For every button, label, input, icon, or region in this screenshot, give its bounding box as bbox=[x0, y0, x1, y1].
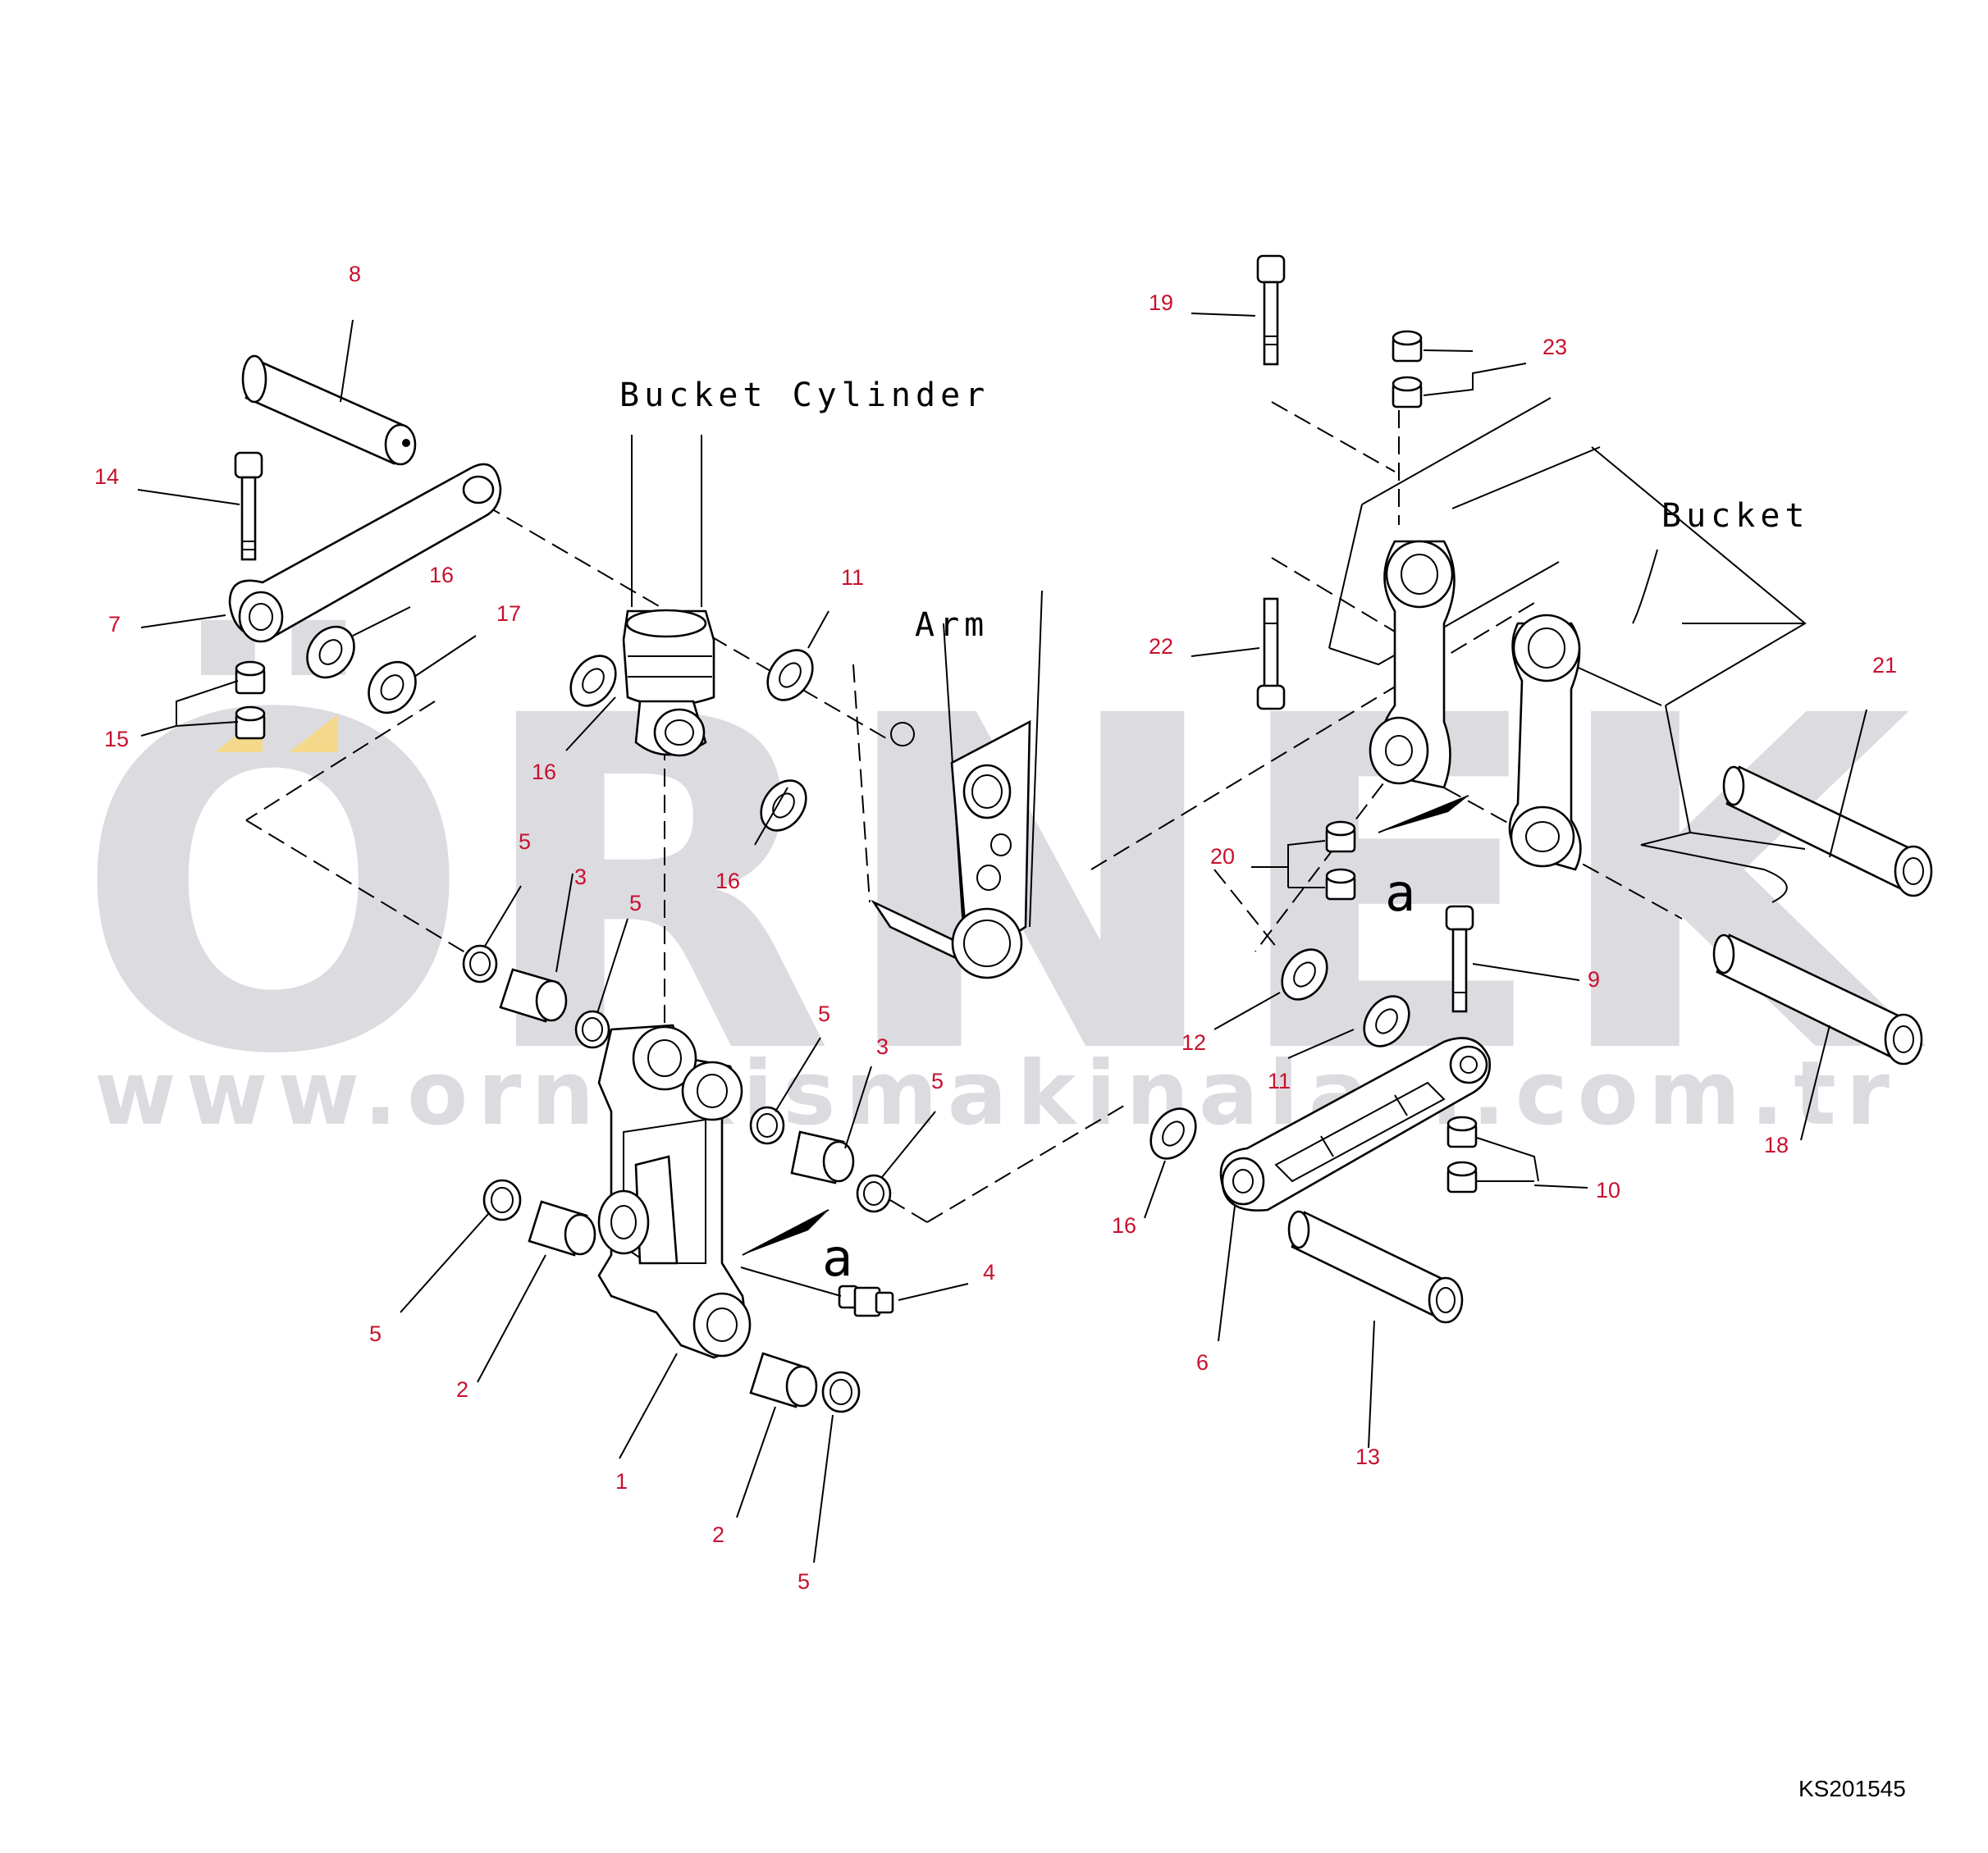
callout-5: 5 bbox=[797, 1569, 810, 1594]
callout-10: 10 bbox=[1596, 1178, 1620, 1203]
callout-5: 5 bbox=[818, 1002, 830, 1026]
part-21-pin bbox=[1722, 765, 1933, 897]
callout-21: 21 bbox=[1872, 653, 1897, 678]
view-marker-a: a bbox=[1385, 863, 1415, 923]
callout-8: 8 bbox=[349, 262, 361, 286]
callout-23: 23 bbox=[1542, 335, 1567, 359]
label-bucket-cylinder: Bucket Cylinder bbox=[619, 377, 989, 414]
washers bbox=[306, 625, 1410, 1160]
part-9-bolt bbox=[1445, 905, 1474, 1013]
callout-6: 6 bbox=[1196, 1350, 1209, 1375]
part-10-nuts bbox=[1446, 1116, 1478, 1193]
callout-11: 11 bbox=[841, 565, 864, 590]
seals bbox=[462, 944, 892, 1413]
callout-2: 2 bbox=[712, 1522, 724, 1547]
part-8-pin bbox=[241, 354, 417, 466]
view-marker-a: a bbox=[822, 1228, 852, 1288]
part-22-bolt bbox=[1256, 597, 1286, 710]
part-18-pin bbox=[1712, 933, 1923, 1066]
leader-lines bbox=[137, 313, 1867, 1563]
callout-3: 3 bbox=[876, 1034, 889, 1059]
drawing-code: KS201545 bbox=[1798, 1776, 1906, 1801]
part-4-grease-fitting bbox=[838, 1285, 894, 1317]
part-7-link bbox=[228, 463, 502, 643]
callout-12: 12 bbox=[1181, 1030, 1206, 1055]
callout-numbers: 1 2 2 3 3 4 5 5 5 5 5 5 6 7 8 9 10 11 11… bbox=[94, 262, 1897, 1594]
callout-20: 20 bbox=[1210, 844, 1235, 869]
assembly-lines bbox=[245, 401, 1683, 1223]
callout-19: 19 bbox=[1149, 290, 1173, 315]
part-13-pin bbox=[1287, 1210, 1464, 1324]
callout-16: 16 bbox=[429, 563, 454, 587]
bushings bbox=[499, 968, 855, 1408]
part-1-link bbox=[597, 1024, 829, 1359]
callout-3: 3 bbox=[574, 865, 587, 889]
watermark-url: www.ornekismakinalari.com.tr bbox=[94, 1043, 1899, 1145]
part-14-bolt bbox=[234, 451, 263, 561]
callout-16: 16 bbox=[532, 760, 556, 784]
arm bbox=[852, 590, 1043, 979]
callout-14: 14 bbox=[94, 464, 119, 489]
assembly-labels: Bucket Cylinder Arm Bucket a a bbox=[619, 377, 1810, 1288]
callout-2: 2 bbox=[456, 1377, 468, 1402]
callout-11: 11 bbox=[1268, 1069, 1291, 1093]
callout-16: 16 bbox=[715, 869, 740, 893]
callout-9: 9 bbox=[1588, 967, 1600, 992]
callout-5: 5 bbox=[931, 1069, 944, 1093]
callout-4: 4 bbox=[983, 1260, 995, 1285]
callout-22: 22 bbox=[1149, 634, 1173, 659]
label-bucket: Bucket bbox=[1661, 497, 1810, 535]
callout-5: 5 bbox=[369, 1321, 382, 1346]
part-23-nuts bbox=[1392, 330, 1423, 408]
watermark-accent bbox=[289, 714, 338, 752]
part-20-nuts bbox=[1325, 820, 1356, 901]
callout-7: 7 bbox=[108, 612, 121, 637]
part-6-link bbox=[1219, 1037, 1492, 1212]
callout-18: 18 bbox=[1764, 1133, 1789, 1157]
callout-1: 1 bbox=[615, 1469, 628, 1494]
callout-5: 5 bbox=[519, 829, 531, 854]
callout-17: 17 bbox=[496, 601, 521, 626]
callout-15: 15 bbox=[104, 727, 129, 751]
callout-16: 16 bbox=[1112, 1213, 1136, 1238]
part-19-bolt bbox=[1256, 254, 1286, 366]
part-15-nuts bbox=[235, 660, 266, 740]
bucket-cylinder bbox=[622, 435, 715, 757]
callout-13: 13 bbox=[1355, 1445, 1380, 1469]
label-arm: Arm bbox=[915, 606, 989, 644]
callout-5: 5 bbox=[629, 891, 642, 915]
bucket bbox=[1328, 397, 1807, 903]
